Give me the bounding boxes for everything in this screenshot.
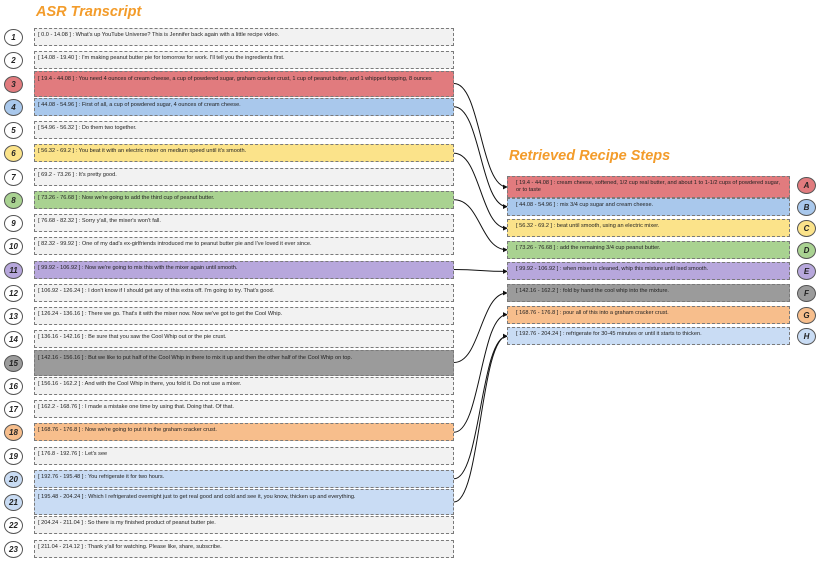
transcript-row: [ 192.76 - 195.48 ] : You refrigerate it… [34, 469, 454, 488]
segment-number-18: 18 [4, 424, 23, 442]
transcript-row: [ 0.0 - 14.08 ] : What's up YouTube Univ… [34, 28, 454, 46]
segment-number-8: 8 [4, 191, 23, 209]
segment-number-22: 22 [4, 517, 23, 535]
segment-number-1: 1 [4, 29, 23, 46]
recipe-steps-title: Retrieved Recipe Steps [509, 148, 671, 164]
segment-number-19: 19 [4, 447, 23, 465]
step-letter-f: F [797, 285, 816, 302]
step-letter-a: A [797, 177, 816, 194]
step-letter-e: E [797, 263, 816, 281]
transcript-row: [ 73.26 - 76.68 ] : Now we're going to a… [34, 190, 454, 209]
segment-number-16: 16 [4, 377, 23, 395]
transcript-row: [ 195.48 - 204.24 ] : Which I refrigerat… [34, 489, 454, 515]
segment-number-15: 15 [4, 354, 23, 372]
transcript-row: [ 126.24 - 136.16 ] : There we go. That'… [34, 307, 454, 325]
segment-number-23: 23 [4, 540, 23, 558]
segment-number-7: 7 [4, 168, 23, 186]
link-21-to-h [453, 333, 508, 503]
segment-number-5: 5 [4, 122, 23, 139]
segment-number-4: 4 [4, 98, 23, 116]
segment-number-12: 12 [4, 284, 23, 302]
transcript-row: [ 176.8 - 192.76 ] : Let's see [34, 446, 454, 465]
link-18-to-g [453, 312, 508, 433]
step-letter-c: C [797, 220, 816, 238]
segment-number-3: 3 [4, 75, 23, 93]
segment-number-6: 6 [4, 145, 23, 163]
recipe-step-a: [ 19.4 - 44.08 ] : cream cheese, softene… [507, 176, 790, 198]
step-letter-g: G [797, 306, 816, 324]
transcript-row: [ 211.04 - 214.12 ] : Thank y'all for wa… [34, 539, 454, 558]
segment-number-9: 9 [4, 215, 23, 232]
transcript-row: [ 14.08 - 19.40 ] : I'm making peanut bu… [34, 51, 454, 70]
link-6-to-c [453, 152, 508, 231]
transcript-row: [ 69.2 - 73.26 ] : It's pretty good. [34, 167, 454, 186]
recipe-step-b: [ 44.08 - 54.96 ] : mix 3/4 cup sugar an… [507, 197, 790, 216]
transcript-row: [ 82.32 - 99.92 ] : One of my dad's ex-g… [34, 237, 454, 256]
link-11-to-e [453, 268, 508, 274]
link-3-to-a [453, 83, 508, 190]
transcript-row: [ 162.2 - 168.76 ] : I made a mistake on… [34, 400, 454, 418]
link-8-to-d [453, 199, 508, 253]
segment-number-17: 17 [4, 401, 23, 418]
transcript-row: [ 156.16 - 162.2 ] : And with the Cool W… [34, 376, 454, 395]
link-15-to-f [453, 290, 508, 363]
transcript-row: [ 76.68 - 82.32 ] : Sorry y'all, the mix… [34, 214, 454, 232]
recipe-step-d: [ 73.26 - 76.68 ] : add the remaining 3/… [507, 240, 790, 259]
segment-number-11: 11 [4, 261, 23, 279]
transcript-row: [ 142.16 - 156.16 ] : But we like to put… [34, 349, 454, 376]
segment-number-10: 10 [4, 238, 23, 256]
recipe-step-e: [ 99.92 - 106.92 ] : when mixer is clean… [507, 262, 790, 281]
step-letter-h: H [797, 328, 816, 346]
segment-number-2: 2 [4, 52, 23, 70]
recipe-step-c: [ 56.32 - 69.2 ] : beat until smooth, us… [507, 219, 790, 238]
transcript-row: [ 56.32 - 69.2 ] : You beat it with an e… [34, 144, 454, 163]
transcript-row: [ 99.92 - 106.92 ] : Now we're going to … [34, 260, 454, 279]
transcript-row: [ 19.4 - 44.08 ] : You need 4 ounces of … [34, 70, 454, 97]
step-letter-b: B [797, 198, 816, 216]
segment-number-20: 20 [4, 470, 23, 488]
recipe-step-g: [ 168.76 - 176.8 ] : pour all of this in… [507, 305, 790, 324]
segment-number-21: 21 [4, 494, 23, 511]
transcript-row: [ 54.96 - 56.32 ] : Do them two together… [34, 121, 454, 139]
link-20-to-h [453, 333, 508, 480]
recipe-step-f: [ 142.16 - 162.2 ] : fold by hand the co… [507, 284, 790, 302]
asr-transcript-title: ASR Transcript [36, 4, 142, 20]
segment-number-13: 13 [4, 308, 23, 325]
transcript-row: [ 136.16 - 142.16 ] : Be sure that you s… [34, 330, 454, 349]
step-letter-d: D [797, 241, 816, 259]
transcript-row: [ 204.24 - 211.04 ] : So there is my fin… [34, 516, 454, 535]
transcript-row: [ 44.08 - 54.96 ] : First of all, a cup … [34, 97, 454, 116]
segment-number-14: 14 [4, 331, 23, 349]
link-4-to-b [453, 106, 508, 210]
transcript-row: [ 106.92 - 126.24 ] : I don't know if I … [34, 283, 454, 302]
recipe-step-h: [ 192.76 - 204.24 ] : refrigerate for 30… [507, 327, 790, 346]
transcript-row: [ 168.76 - 176.8 ] : Now we're going to … [34, 423, 454, 442]
